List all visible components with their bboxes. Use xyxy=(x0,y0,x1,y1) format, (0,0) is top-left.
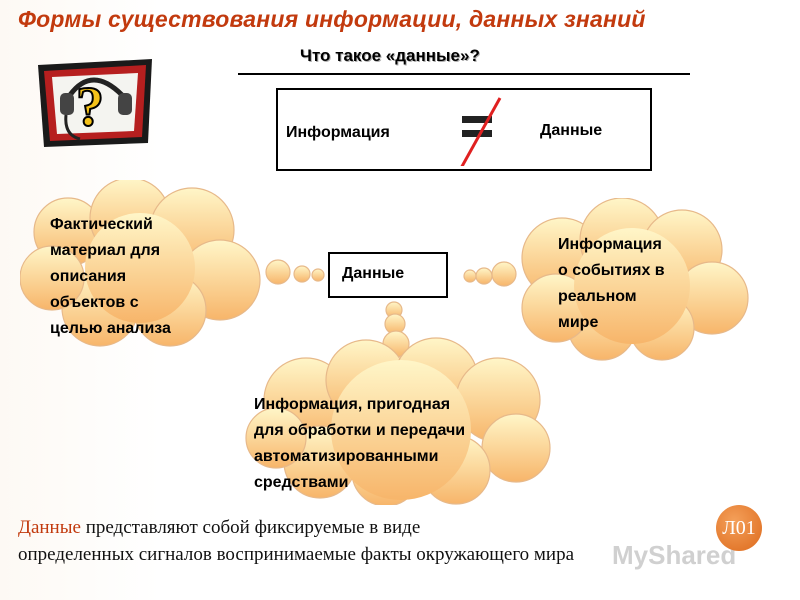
slide-badge: Л01 xyxy=(716,505,762,551)
definition-term: Данные xyxy=(18,517,81,538)
cloud-bottom-line: средствами xyxy=(254,474,349,491)
subtitle-underline xyxy=(238,73,690,75)
cloud-bottom-line: Информация, пригодная xyxy=(254,396,451,413)
cloud-bottom-line: для обработки и передачи xyxy=(254,422,466,439)
cloud-right-text: Информация о событиях в реальном мире xyxy=(558,232,665,336)
cloud-left-line: объектов с xyxy=(50,294,139,311)
cloud-left-line: описания xyxy=(50,268,127,285)
comparison-box: Информация Данные xyxy=(276,88,652,171)
cloud-right-line: о событиях в xyxy=(558,262,665,279)
cloud-left-line: целью анализа xyxy=(50,320,171,337)
definition-rest: представляют собой фиксируемые в виде xyxy=(80,517,421,538)
cloud-right xyxy=(463,198,749,361)
subtitle: Что такое «данные»? xyxy=(300,46,480,65)
cloud-left-line: материал для xyxy=(50,242,161,259)
comparison-right-label: Данные xyxy=(540,122,603,139)
comparison-left-label: Информация xyxy=(286,124,390,141)
cloud-right-line: мире xyxy=(558,314,599,331)
cloud-bottom xyxy=(245,301,551,505)
center-data-label: Данные xyxy=(342,265,405,282)
cloud-bottom-line: автоматизированными xyxy=(254,448,439,465)
cloud-left-text: Фактический материал для описания объект… xyxy=(50,212,171,342)
question-headset-icon: ? xyxy=(38,59,152,147)
watermark: MyShared xyxy=(612,540,737,570)
definition-line2: определенных сигналов воспринимаемые фак… xyxy=(18,544,575,565)
cloud-left xyxy=(20,180,325,347)
cloud-left-line: Фактический xyxy=(50,216,153,233)
cloud-bottom-text: Информация, пригодная для обработки и пе… xyxy=(254,392,465,496)
slide-title: Формы существования информации, данных з… xyxy=(18,6,646,32)
definition-text: Данные представляют собой фиксируемые в … xyxy=(18,514,778,568)
center-data-box: Данные xyxy=(328,252,448,298)
cloud-right-line: реальном xyxy=(558,288,637,305)
cloud-right-line: Информация xyxy=(558,236,662,253)
not-equal-icon xyxy=(460,97,502,166)
